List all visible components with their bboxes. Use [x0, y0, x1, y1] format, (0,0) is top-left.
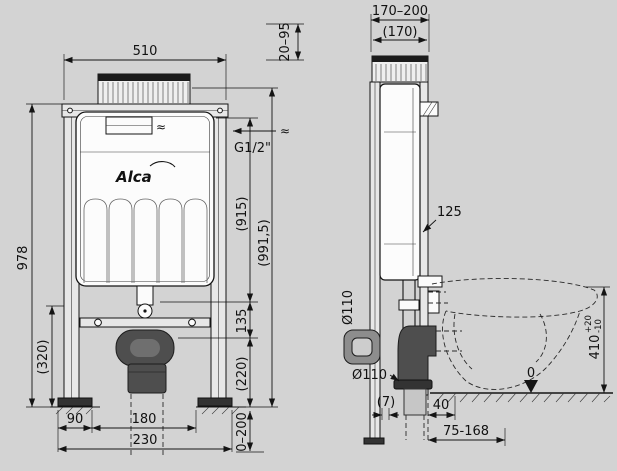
waste-outlet-front	[127, 363, 167, 394]
dim-base-width-230: 230	[133, 433, 158, 448]
waste-bend-socket	[130, 339, 160, 357]
dim-outlet-offset-40: 40	[433, 398, 450, 413]
front-view: ≈ Alca	[50, 73, 246, 455]
housing-side-hatch	[375, 64, 427, 81]
dim-waste-dia-110: Ø110	[341, 290, 356, 325]
toilet-bowl-outline	[428, 278, 598, 390]
side-foot	[363, 437, 385, 445]
flush-housing-side	[371, 55, 429, 83]
drain-hidden-lines	[130, 394, 164, 455]
top-bar-bolt-left	[67, 107, 73, 114]
datum-zero-label: 0	[527, 366, 535, 381]
cistern-ribs	[83, 198, 208, 283]
dim-lower-320: (320)	[36, 340, 51, 375]
mounting-bar	[79, 317, 211, 328]
leader-outlet-110	[389, 373, 400, 382]
dim-height-978: 978	[16, 246, 31, 271]
dim-plate-height-915: (915)	[235, 197, 250, 232]
waste-elbow	[397, 325, 437, 385]
dim-width-510: 510	[133, 44, 158, 59]
supply-valve	[419, 101, 439, 117]
dim-foot-adjust-0-200: 0–200	[235, 412, 250, 452]
dim-depth-ref-170: (170)	[383, 25, 418, 40]
supply-water-symbol: ≈	[280, 124, 290, 138]
flush-pipe-front	[136, 285, 154, 306]
dim-total-height-991: (991,5)	[257, 219, 272, 266]
dim-bracket-135: 135	[235, 309, 250, 334]
waste-coupling-inner	[351, 337, 373, 357]
ground-hatch	[55, 406, 240, 415]
waste-flange	[393, 379, 433, 390]
dim-frame-depth-125: 125	[437, 205, 462, 220]
dim-wall-depth-20-95: 20–95	[278, 22, 293, 62]
flush-bend-to-bowl	[417, 275, 443, 288]
housing-hatch	[102, 82, 189, 103]
floor-datum-marker	[524, 380, 538, 393]
bowl-spigot-hidden	[436, 330, 462, 352]
water-level-symbol: ≈	[156, 120, 166, 134]
label-supply-thread: G1/2"	[234, 141, 271, 156]
logo-swoosh	[149, 161, 176, 168]
mounting-bar-bolt-right	[188, 318, 196, 327]
flush-plate-housing	[97, 73, 191, 105]
waste-pipe-below-floor	[403, 388, 427, 416]
mounting-gauge-center	[143, 309, 147, 313]
housing-top-band	[98, 74, 190, 81]
front-view-dimensions: 510 978 (320) 90 180 230 (915) 135 (220)…	[16, 22, 304, 453]
dim-bolt-spacing-180: 180	[132, 412, 157, 427]
hidden-lines-below	[405, 395, 429, 443]
dim-rim-height-410: 410	[588, 335, 603, 360]
mounting-bar-bolt-left	[94, 318, 102, 327]
brand-logo: Alca	[115, 168, 152, 186]
dim-waste-outlet-dia-110: Ø110	[352, 368, 387, 383]
ext-right-chain	[160, 87, 278, 408]
dim-foot-offset-90: 90	[67, 412, 84, 427]
foot-left	[57, 397, 93, 407]
dim-outlet-height-220: (220)	[235, 357, 250, 392]
side-view: 0	[343, 55, 613, 445]
dim-rim-tol-minus: -10	[594, 319, 604, 333]
dim-depth-170-200: 170–200	[372, 4, 428, 19]
foot-right	[197, 397, 233, 407]
dim-rim-tol-plus: +20	[584, 315, 594, 333]
leader-125	[422, 219, 437, 233]
dim-outlet-range-75-168: 75-168	[443, 424, 489, 439]
cistern-side	[379, 83, 421, 281]
supply-valve-hatch	[422, 101, 438, 117]
bowl-fixing-plate	[427, 290, 440, 314]
top-bar-bolt-right	[217, 107, 223, 114]
housing-side-band	[372, 56, 428, 62]
flush-pipe-coupling	[398, 299, 420, 311]
floor-hatch	[435, 392, 611, 403]
dim-base-gap-7: (7)	[377, 395, 395, 410]
side-view-dimensions: 170–200 (170) 125 Ø110 Ø110 (7) 40 75-16…	[341, 4, 610, 446]
